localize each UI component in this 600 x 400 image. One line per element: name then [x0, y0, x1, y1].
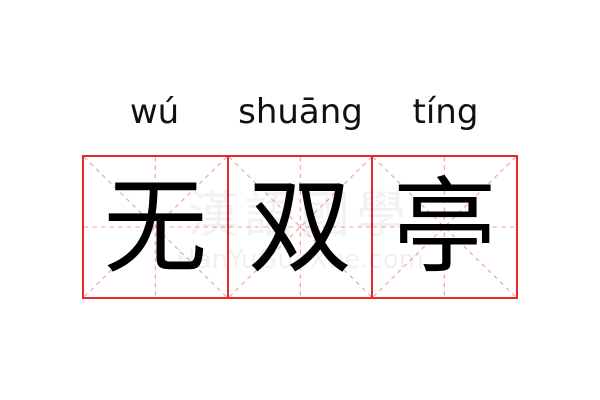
- character-cell: 亭: [371, 157, 517, 297]
- character-1: 无: [103, 166, 208, 288]
- guide-lines: [84, 157, 227, 297]
- guide-lines: [228, 157, 372, 297]
- guide-lines: [373, 157, 517, 297]
- character-grid: 无 双 亭: [82, 155, 518, 299]
- character-cell: 无: [84, 157, 227, 297]
- character-3: 亭: [392, 166, 497, 288]
- watermark-text: 漢語國學: [188, 186, 412, 244]
- pinyin-1: wú: [129, 92, 180, 132]
- watermark-url: HanYuGuoXue.com: [176, 245, 424, 275]
- character-2: 双: [248, 166, 353, 288]
- pinyin-3: tíng: [412, 92, 479, 132]
- pinyin-2: shuāng: [238, 92, 363, 132]
- character-cell: 双: [226, 157, 372, 297]
